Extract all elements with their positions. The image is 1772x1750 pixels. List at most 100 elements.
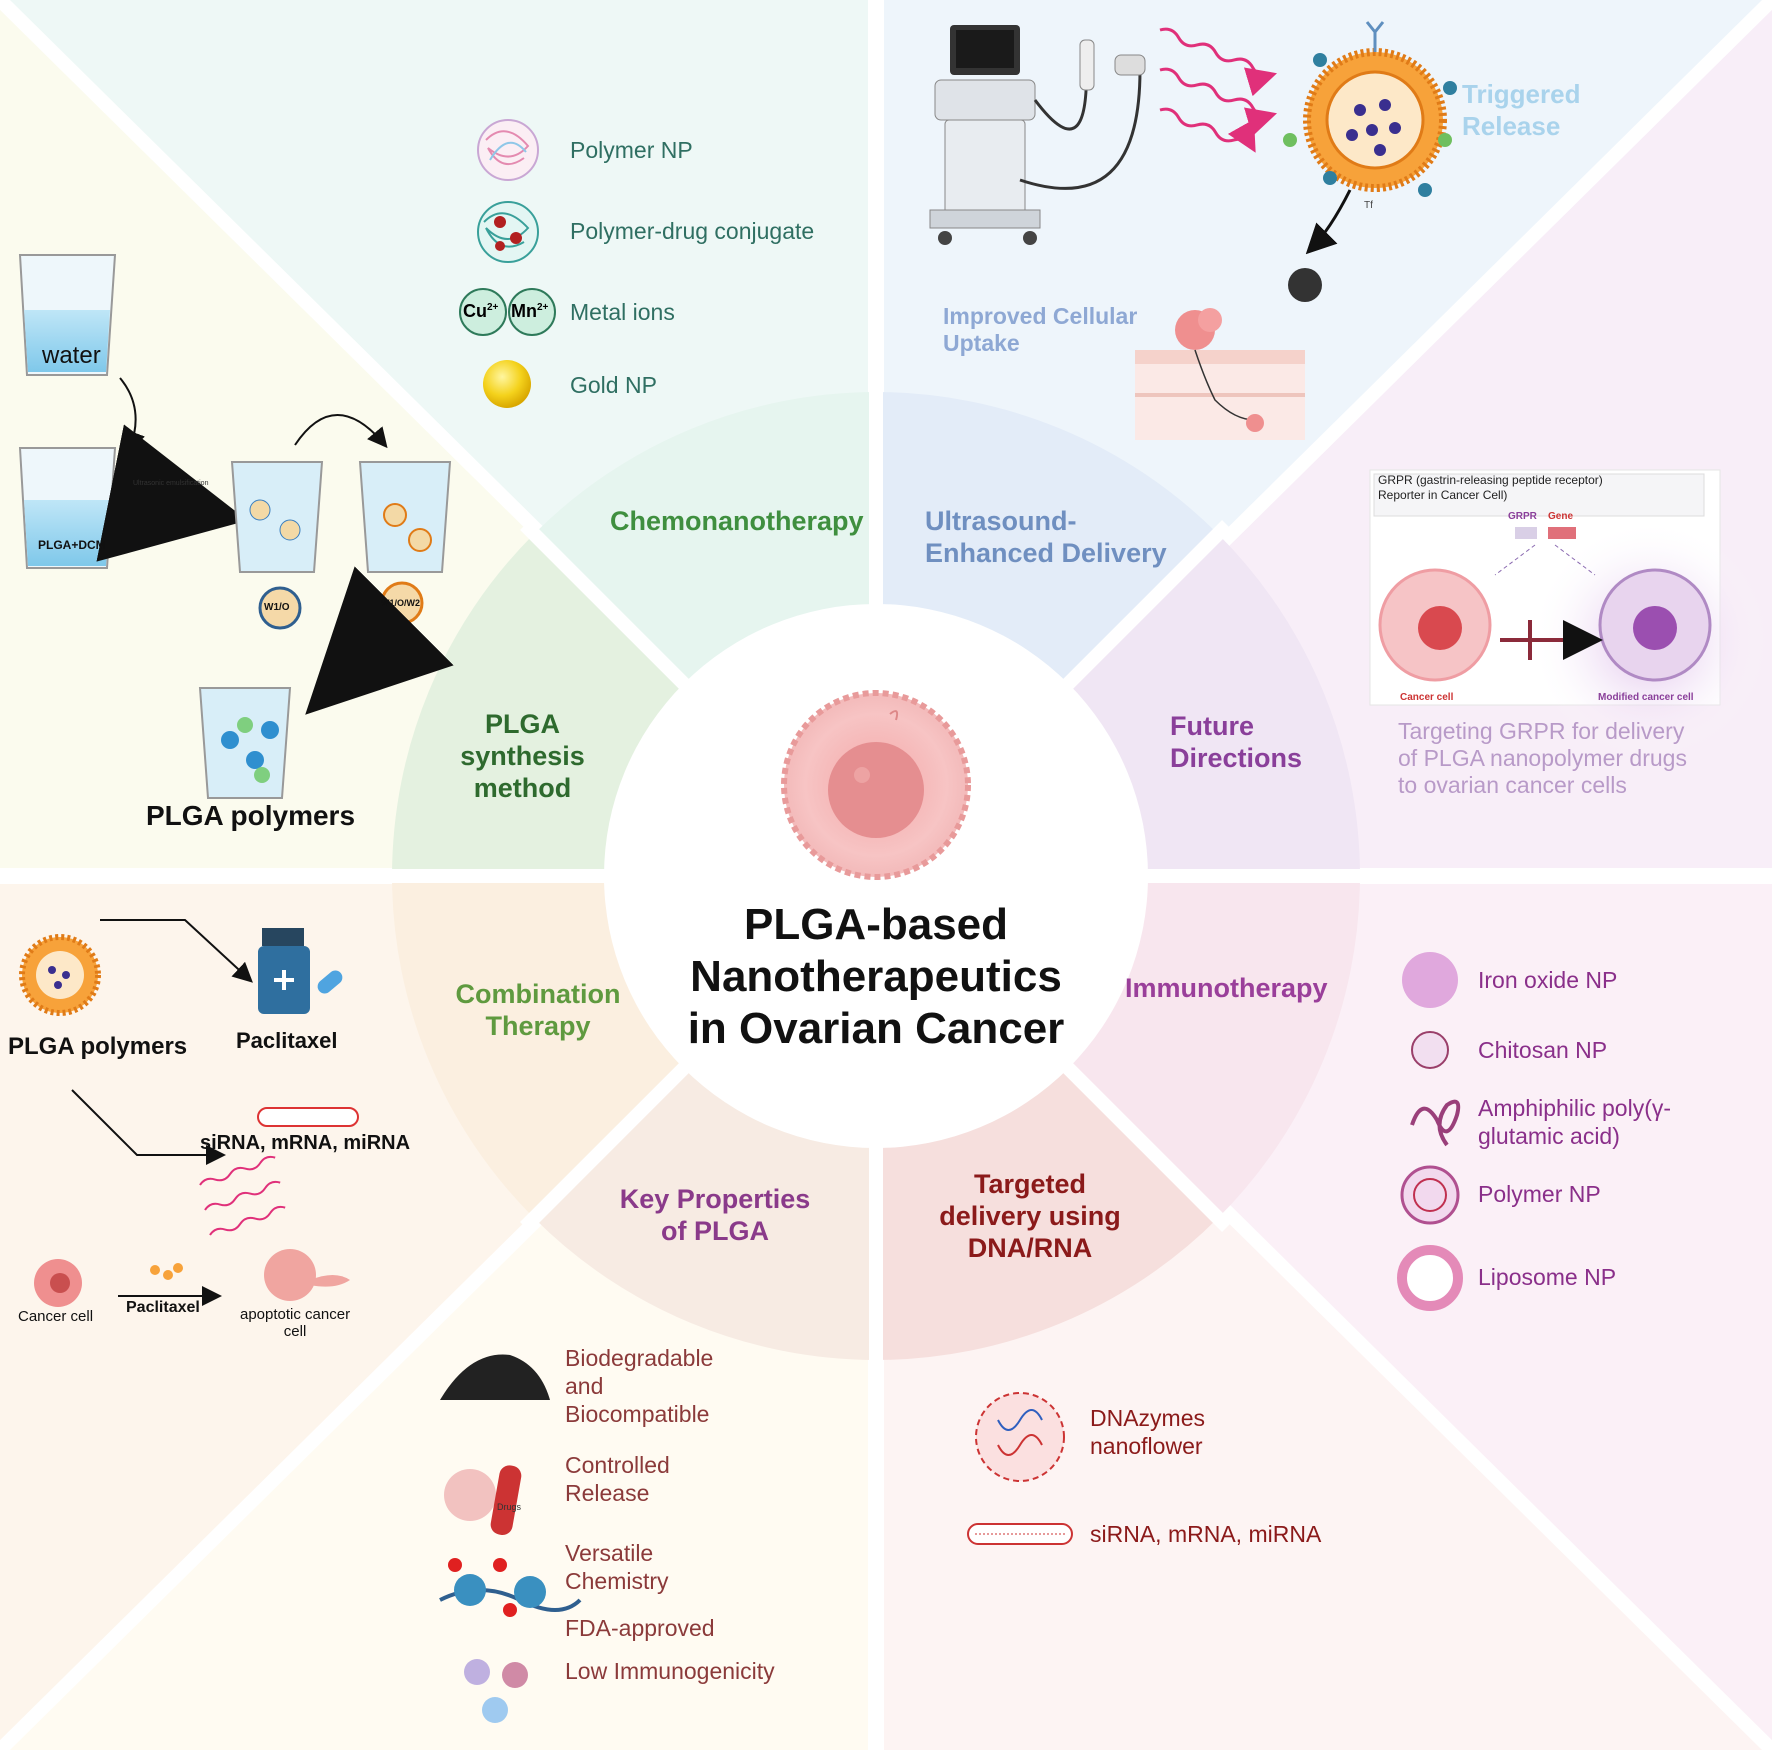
dnazymes-line2: nanoflower — [1090, 1433, 1203, 1459]
ultrasound-waves-icon — [1159, 27, 1278, 153]
liposome-nanoparticle-icon — [1283, 21, 1457, 302]
key-legend-biodegradable: Biodegradable and Biocompatible — [565, 1344, 713, 1428]
controlled-line2: Release — [565, 1480, 650, 1506]
immuno-icons — [1397, 952, 1463, 1311]
segment-immunotherapy: Immunotherapy — [1125, 973, 1328, 1003]
immuno-legend-liposome: Liposome NP — [1478, 1264, 1617, 1290]
immuno-legend-amphiphilic: Amphiphilic poly(γ- glutamic acid) — [1478, 1094, 1671, 1150]
segment-synthesis-line3: method — [473, 773, 572, 803]
cu-charge: 2+ — [487, 302, 499, 313]
combo-rna-label: siRNA, mRNA, miRNA — [200, 1132, 411, 1154]
mn-symbol: Mn — [511, 301, 537, 321]
grpr-modified-cell-label: Modified cancer cell — [1598, 692, 1694, 703]
combination-icons — [19, 919, 359, 1307]
dnazymes-line1: DNAzymes — [1090, 1405, 1206, 1431]
immuno-legend-chitosan: Chitosan NP — [1478, 1037, 1608, 1063]
triggered-line2: Release — [1462, 111, 1561, 141]
targeted-legend-dnazymes: DNAzymes nanoflower — [1090, 1404, 1205, 1460]
center-title-line3: in Ovarian Cancer — [687, 1004, 1065, 1053]
segment-future-directions: Future Directions — [1170, 710, 1302, 774]
triggered-release-label: Triggered Release — [1462, 78, 1580, 142]
chemo-legend-metal-ions: Metal ions — [570, 299, 675, 325]
center-title-line1: PLGA-based — [743, 900, 1009, 949]
drugs-label: Drugs — [497, 1502, 522, 1512]
segment-targeted-line3: DNA/RNA — [967, 1233, 1093, 1263]
grpr-title-line2: Reporter in Cancer Cell) — [1378, 488, 1508, 502]
segment-combo-line1: Combination — [455, 979, 621, 1009]
biodegradable-line3: Biocompatible — [565, 1401, 710, 1427]
versatile-line2: Chemistry — [565, 1568, 669, 1594]
mn-charge: 2+ — [537, 302, 549, 313]
grpr-caption-line2: of PLGA nanopolymer drugs — [1398, 745, 1687, 771]
targeted-icons — [967, 1392, 1073, 1545]
segment-future-line1: Future — [1170, 711, 1254, 741]
water-label: water — [42, 342, 101, 369]
cellular-uptake-tissue-icon — [1135, 308, 1305, 440]
key-legend-fda-approved: FDA-approved — [565, 1615, 715, 1641]
improved-uptake-label: Improved Cellular Uptake — [943, 303, 1137, 357]
amphiphilic-line1: Amphiphilic poly(γ- — [1478, 1095, 1672, 1121]
grpr-tag: GRPR — [1508, 511, 1537, 522]
center-title-line2: Nanotherapeutics — [690, 952, 1062, 1001]
combo-plga-label: PLGA polymers — [8, 1033, 188, 1060]
segment-targeted-delivery: Targeted delivery using DNA/RNA — [935, 1168, 1125, 1264]
grpr-caption-line1: Targeting GRPR for delivery — [1398, 718, 1685, 744]
segment-synthesis-line1: PLGA — [484, 709, 560, 739]
synthesis-beakers — [18, 254, 454, 799]
key-legend-low-immunogenicity: Low Immunogenicity — [565, 1658, 775, 1684]
grpr-caption-line3: to ovarian cancer cells — [1398, 772, 1627, 798]
w1ow2-label: W1/O/W2 — [381, 598, 421, 608]
metal-ion-cu-label: Cu2+ — [463, 301, 498, 322]
combo-paclitaxel2-label: Paclitaxel — [126, 1299, 200, 1316]
immuno-legend-iron-oxide: Iron oxide NP — [1478, 967, 1618, 993]
triggered-line1: Triggered — [1462, 79, 1581, 109]
combo-cancer-cell-label: Cancer cell — [18, 1308, 94, 1325]
segment-key-line1: Key Properties — [619, 1184, 811, 1214]
segment-key-properties: Key Properties of PLGA — [615, 1183, 815, 1247]
apoptotic-line1: apoptotic cancer — [240, 1306, 351, 1323]
segment-synthesis-line2: synthesis — [460, 741, 585, 771]
cu-symbol: Cu — [463, 301, 487, 321]
chemo-legend-polymer-np: Polymer NP — [570, 137, 693, 163]
segment-combo-line2: Therapy — [485, 1011, 591, 1041]
key-legend-controlled-release: Controlled Release — [565, 1451, 670, 1507]
ultrasound-machine-icon — [929, 25, 1146, 245]
key-legend-versatile-chemistry: Versatile Chemistry — [565, 1539, 669, 1595]
grpr-title-line1: GRPR (gastrin-releasing peptide receptor… — [1378, 473, 1603, 487]
biodegradable-line2: and — [565, 1373, 604, 1399]
plga-polymers-result-label: PLGA polymers — [146, 800, 356, 831]
segment-ultrasound: Ultrasound- Enhanced Delivery — [925, 505, 1167, 569]
biodegradable-line1: Biodegradable — [565, 1345, 714, 1371]
segment-targeted-line2: delivery using — [939, 1201, 1121, 1231]
segment-combination-therapy: Combination Therapy — [448, 978, 628, 1042]
uptake-line1: Improved Cellular — [943, 303, 1138, 329]
uptake-line2: Uptake — [943, 330, 1020, 356]
chemo-legend-polymer-drug: Polymer-drug conjugate — [570, 218, 815, 244]
amphiphilic-line2: glutamic acid) — [1478, 1123, 1620, 1149]
segment-future-line2: Directions — [1170, 743, 1303, 773]
grpr-box-title: GRPR (gastrin-releasing peptide receptor… — [1378, 473, 1603, 503]
grpr-caption: Targeting GRPR for delivery of PLGA nano… — [1398, 718, 1687, 799]
controlled-line1: Controlled — [565, 1452, 670, 1478]
segment-key-line2: of PLGA — [661, 1216, 769, 1246]
apoptotic-line2: cell — [283, 1323, 307, 1340]
metal-ion-mn-label: Mn2+ — [511, 301, 548, 322]
chemo-icons — [459, 119, 556, 408]
gene-tag: Gene — [1548, 511, 1574, 522]
ultrasonic-label: Ultrasonic emulsification — [133, 480, 209, 487]
tf-label: Tf — [1364, 200, 1373, 211]
versatile-line1: Versatile — [565, 1540, 654, 1566]
segment-chemonanotherapy: Chemonanotherapy — [610, 506, 864, 536]
combo-apoptotic-label: apoptotic cancer cell — [240, 1306, 350, 1340]
segment-ultrasound-line2: Enhanced Delivery — [925, 538, 1167, 568]
w1o-label: W1/O — [264, 602, 290, 613]
combo-paclitaxel-label: Paclitaxel — [236, 1028, 338, 1053]
segment-targeted-line1: Targeted — [973, 1169, 1087, 1199]
grpr-panel — [1369, 469, 1770, 760]
chemo-legend-gold-np: Gold NP — [570, 372, 657, 398]
segment-ultrasound-line1: Ultrasound- — [925, 506, 1077, 536]
segment-plga-synthesis: PLGA synthesis method — [450, 708, 595, 804]
targeted-legend-rna: siRNA, mRNA, miRNA — [1090, 1521, 1322, 1547]
